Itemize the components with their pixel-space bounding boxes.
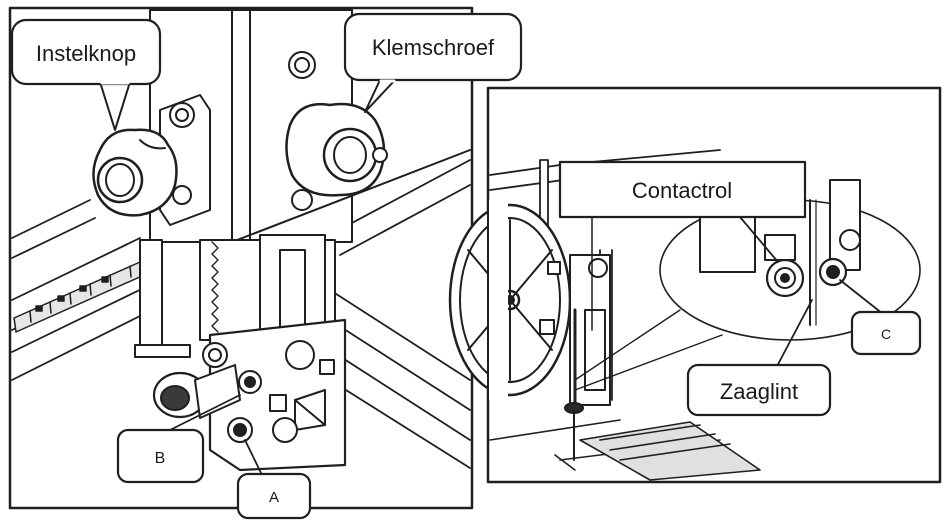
callout-klemschroef: Klemschroef <box>343 12 523 113</box>
blade-guide-post <box>539 254 611 461</box>
label-contactrol: Contactrol <box>632 178 732 203</box>
label-b: B <box>155 450 166 467</box>
callout-a: A <box>236 439 312 520</box>
callout-c: C <box>839 279 922 356</box>
left-rails <box>11 159 471 469</box>
clamp-screw-knob <box>285 51 388 211</box>
guide-bearings <box>134 342 262 443</box>
label-instelknop: Instelknop <box>36 41 136 66</box>
label-c: C <box>881 326 891 342</box>
callout-instelknop: Instelknop <box>10 18 162 131</box>
left-panel: Instelknop Klemschroef B A <box>8 6 523 520</box>
adjustment-knob <box>92 128 178 217</box>
scale-ruler <box>13 261 143 333</box>
label-klemschroef: Klemschroef <box>372 35 495 60</box>
callout-b: B <box>116 394 241 484</box>
right-panel: Contactrol Zaaglint C <box>448 86 942 484</box>
callout-contactrol: Contactrol <box>558 160 807 331</box>
label-a: A <box>269 489 279 506</box>
saw-table <box>489 419 761 481</box>
callout-zaaglint: Zaaglint <box>686 299 832 417</box>
magnified-detail <box>574 179 921 391</box>
label-zaaglint: Zaaglint <box>720 379 798 404</box>
saw-wheel <box>448 199 572 401</box>
